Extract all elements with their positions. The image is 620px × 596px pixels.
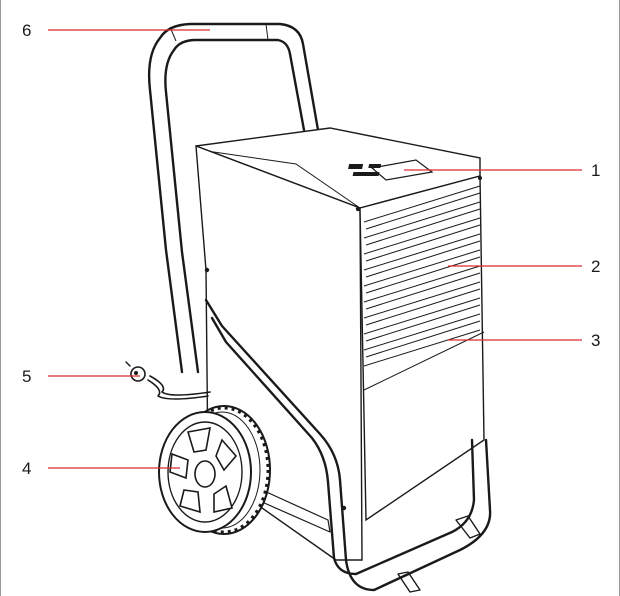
power-plug (125, 361, 211, 400)
handle-frame (147, 22, 320, 374)
callout-labels: 6 1 2 5 4 3 (22, 21, 600, 478)
callout-number-1: 1 (591, 161, 600, 180)
control-panel (348, 159, 434, 181)
callout-number-6: 6 (22, 21, 31, 40)
callout-number-4: 4 (22, 459, 31, 478)
base-frame (204, 298, 492, 593)
callout-number-2: 2 (591, 257, 600, 276)
dehumidifier-body (195, 127, 485, 561)
callout-number-3: 3 (591, 331, 600, 350)
air-grille (363, 185, 481, 367)
callout-number-5: 5 (22, 367, 31, 386)
leader-lines (48, 29, 582, 469)
wheel (158, 405, 271, 535)
